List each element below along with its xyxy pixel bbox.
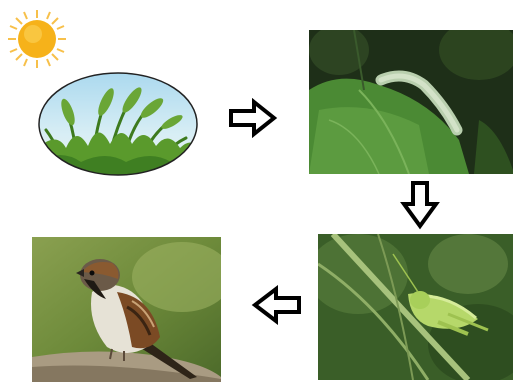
grasshopper-image [318,234,513,380]
arrow-right-icon [228,98,278,138]
sun-icon [6,8,68,70]
grass-plant-image [36,70,200,178]
arrow-left-icon [250,285,302,325]
sparrow-image [32,237,221,382]
arrow-down-icon [400,180,440,230]
caterpillar-on-leaf-image [309,30,513,174]
